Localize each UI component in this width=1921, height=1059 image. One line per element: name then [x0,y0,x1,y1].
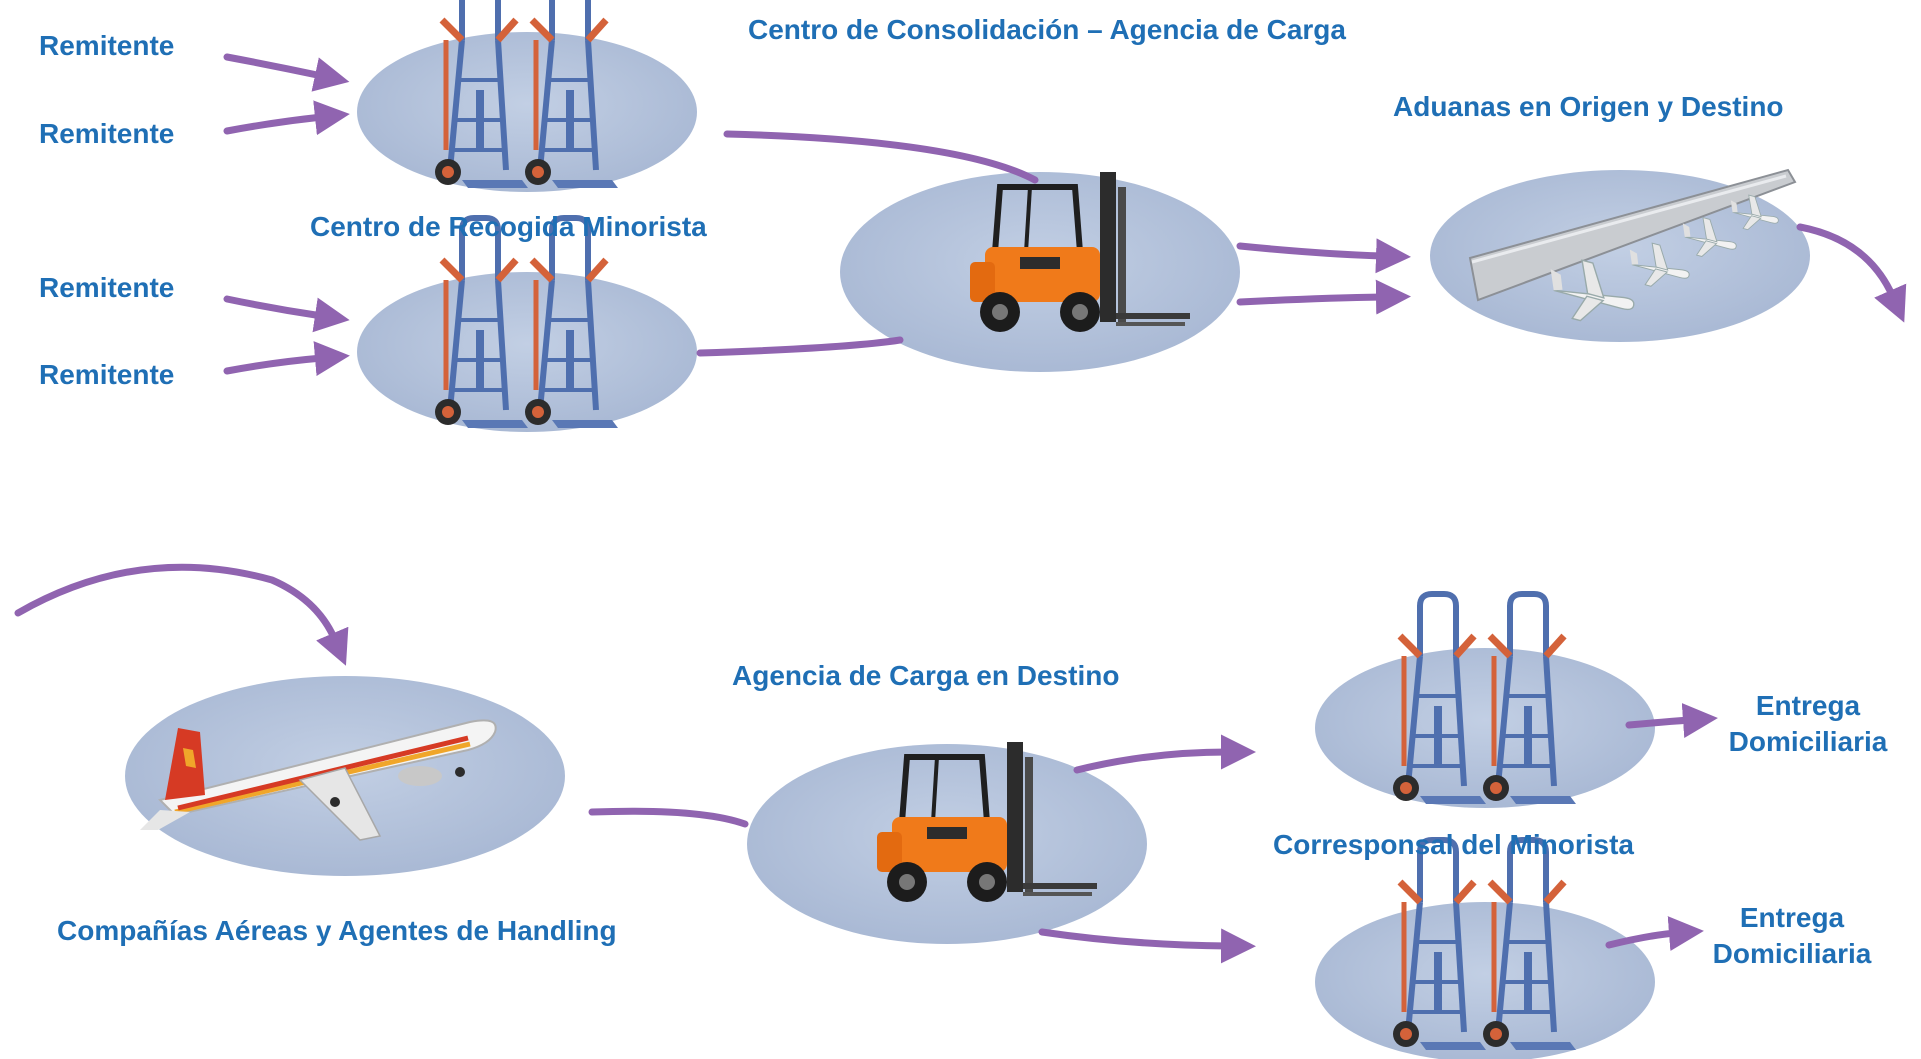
arrow-consolidation-customs-1 [1236,238,1411,274]
home-delivery-line1: Entrega [1755,690,1861,721]
ellipse-pickup-bottom [357,272,697,432]
arrow-customs-exit [1796,223,1907,323]
arrow-remitente-3 [223,295,350,333]
ellipse-correspondent-top [1315,648,1655,808]
arrow-destination-to-correspondent-top [1073,734,1256,774]
home-delivery-line1: Entrega [1739,902,1845,933]
label-home-delivery-bottom: Entrega Domiciliaria [1712,900,1872,972]
ellipse-correspondent-bottom [1315,902,1655,1059]
label-remitente-1: Remitente [39,30,175,61]
label-remitente-2: Remitente [39,118,175,149]
label-remitente-3: Remitente [39,272,175,303]
label-retail-correspondent: Corresponsal del Minorista [1273,829,1634,860]
arrow-remitente-2 [223,100,350,136]
airplane-icon [140,719,497,841]
label-home-delivery-top: Entrega Domiciliaria [1728,688,1888,760]
arrow-loop-to-airline [14,563,349,666]
arrow-remitente-1 [223,53,350,92]
home-delivery-line2: Domiciliaria [1728,726,1888,757]
arrow-consolidation-customs-2 [1236,279,1411,315]
airport-runway-icon [1468,168,1797,334]
ellipse-pickup-top [357,32,697,192]
label-retail-pickup: Centro de Recogida Minorista [310,211,707,242]
arrow-destination-to-correspondent-bottom [1038,928,1256,964]
label-remitente-4: Remitente [39,359,175,390]
line-pickup-top-to-consolidation [723,130,1039,184]
label-airlines: Compañías Aéreas y Agentes de Handling [57,915,617,946]
line-pickup-bottom-to-consolidation [696,336,904,357]
arrow-remitente-4 [223,341,350,377]
arrow-correspondent-bottom-to-delivery [1605,916,1704,951]
ellipse-customs [1430,170,1810,342]
label-destination-agency: Agencia de Carga en Destino [732,660,1120,691]
label-consolidation-center: Centro de Consolidación – Agencia de Car… [748,14,1346,45]
arrows [14,53,1907,964]
home-delivery-line2: Domiciliaria [1712,938,1872,969]
arrow-correspondent-top-to-delivery [1625,703,1718,738]
line-airline-to-destination [588,807,749,828]
label-customs: Aduanas en Origen y Destino [1393,91,1784,122]
